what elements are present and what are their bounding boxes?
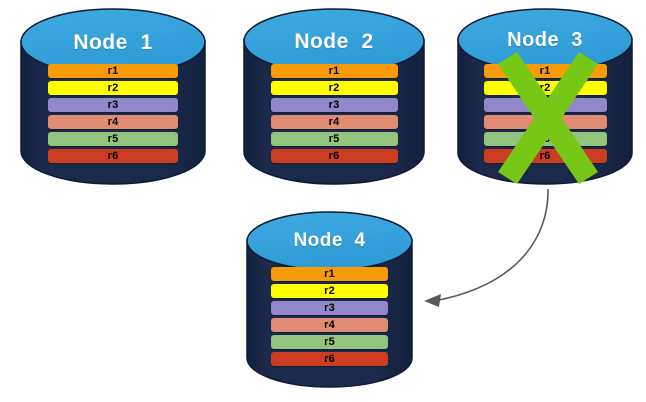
replica-row-r5[interactable]: r5 [271,335,388,349]
replica-row-label: r2 [107,81,119,94]
replica-row-label: r1 [107,64,119,77]
cylinder-top-disc [457,8,633,72]
replica-row-label: r4 [539,115,551,128]
replica-row-list: r1 r2 r3 r4 r5 r6 [243,64,425,166]
replica-row-r6[interactable]: r6 [48,149,178,163]
replica-row-r4[interactable]: r4 [48,115,178,129]
replica-row-r5[interactable]: r5 [483,132,607,146]
replica-row-r5[interactable]: r5 [48,132,178,146]
replica-row-list: r1 r2 r3 r4 r5 r6 [246,267,413,369]
replica-row-label: r6 [324,352,335,365]
replica-row-r6[interactable]: r6 [271,352,388,366]
replica-row-r3[interactable]: r3 [48,98,178,112]
replica-row-r4[interactable]: r4 [270,115,398,129]
replica-row-label: r2 [328,81,340,94]
replica-row-r1[interactable]: r1 [48,64,178,78]
replica-row-r6[interactable]: r6 [483,149,607,163]
replica-row-r2[interactable]: r2 [271,284,388,298]
replica-row-label: r5 [539,132,551,145]
replica-row-label: r2 [324,284,335,297]
replica-row-r4[interactable]: r4 [483,115,607,129]
replica-row-label: r2 [539,81,551,94]
replica-row-r2[interactable]: r2 [483,81,607,95]
replica-row-label: r3 [107,98,119,111]
replica-row-list: r1 r2 r3 r4 r5 r6 [457,64,633,166]
replica-row-r4[interactable]: r4 [271,318,388,332]
replica-row-label: r3 [328,98,340,111]
replica-row-list: r1 r2 r3 r4 r5 r6 [20,64,206,166]
replica-row-label: r4 [107,115,119,128]
replica-row-label: r4 [328,115,340,128]
cylinder-top-disc [246,211,413,271]
replica-row-label: r3 [324,301,335,314]
replica-row-label: r6 [539,149,551,162]
replica-row-r5[interactable]: r5 [270,132,398,146]
replica-row-r3[interactable]: r3 [270,98,398,112]
replica-row-r1[interactable]: r1 [483,64,607,78]
replica-row-label: r6 [107,149,119,162]
replica-row-r6[interactable]: r6 [270,149,398,163]
replica-row-label: r5 [324,335,335,348]
replica-row-r1[interactable]: r1 [271,267,388,281]
replica-row-r2[interactable]: r2 [270,81,398,95]
replica-row-label: r1 [328,64,340,77]
replica-row-r1[interactable]: r1 [270,64,398,78]
replica-row-label: r3 [539,98,551,111]
replica-row-r3[interactable]: r3 [271,301,388,315]
replica-row-r2[interactable]: r2 [48,81,178,95]
replica-row-label: r6 [328,149,340,162]
replica-row-label: r1 [324,267,335,280]
replica-row-label: r1 [539,64,551,77]
replica-row-label: r5 [107,132,119,145]
replica-row-label: r5 [328,132,340,145]
replica-row-r3[interactable]: r3 [483,98,607,112]
replica-row-label: r4 [324,318,335,331]
